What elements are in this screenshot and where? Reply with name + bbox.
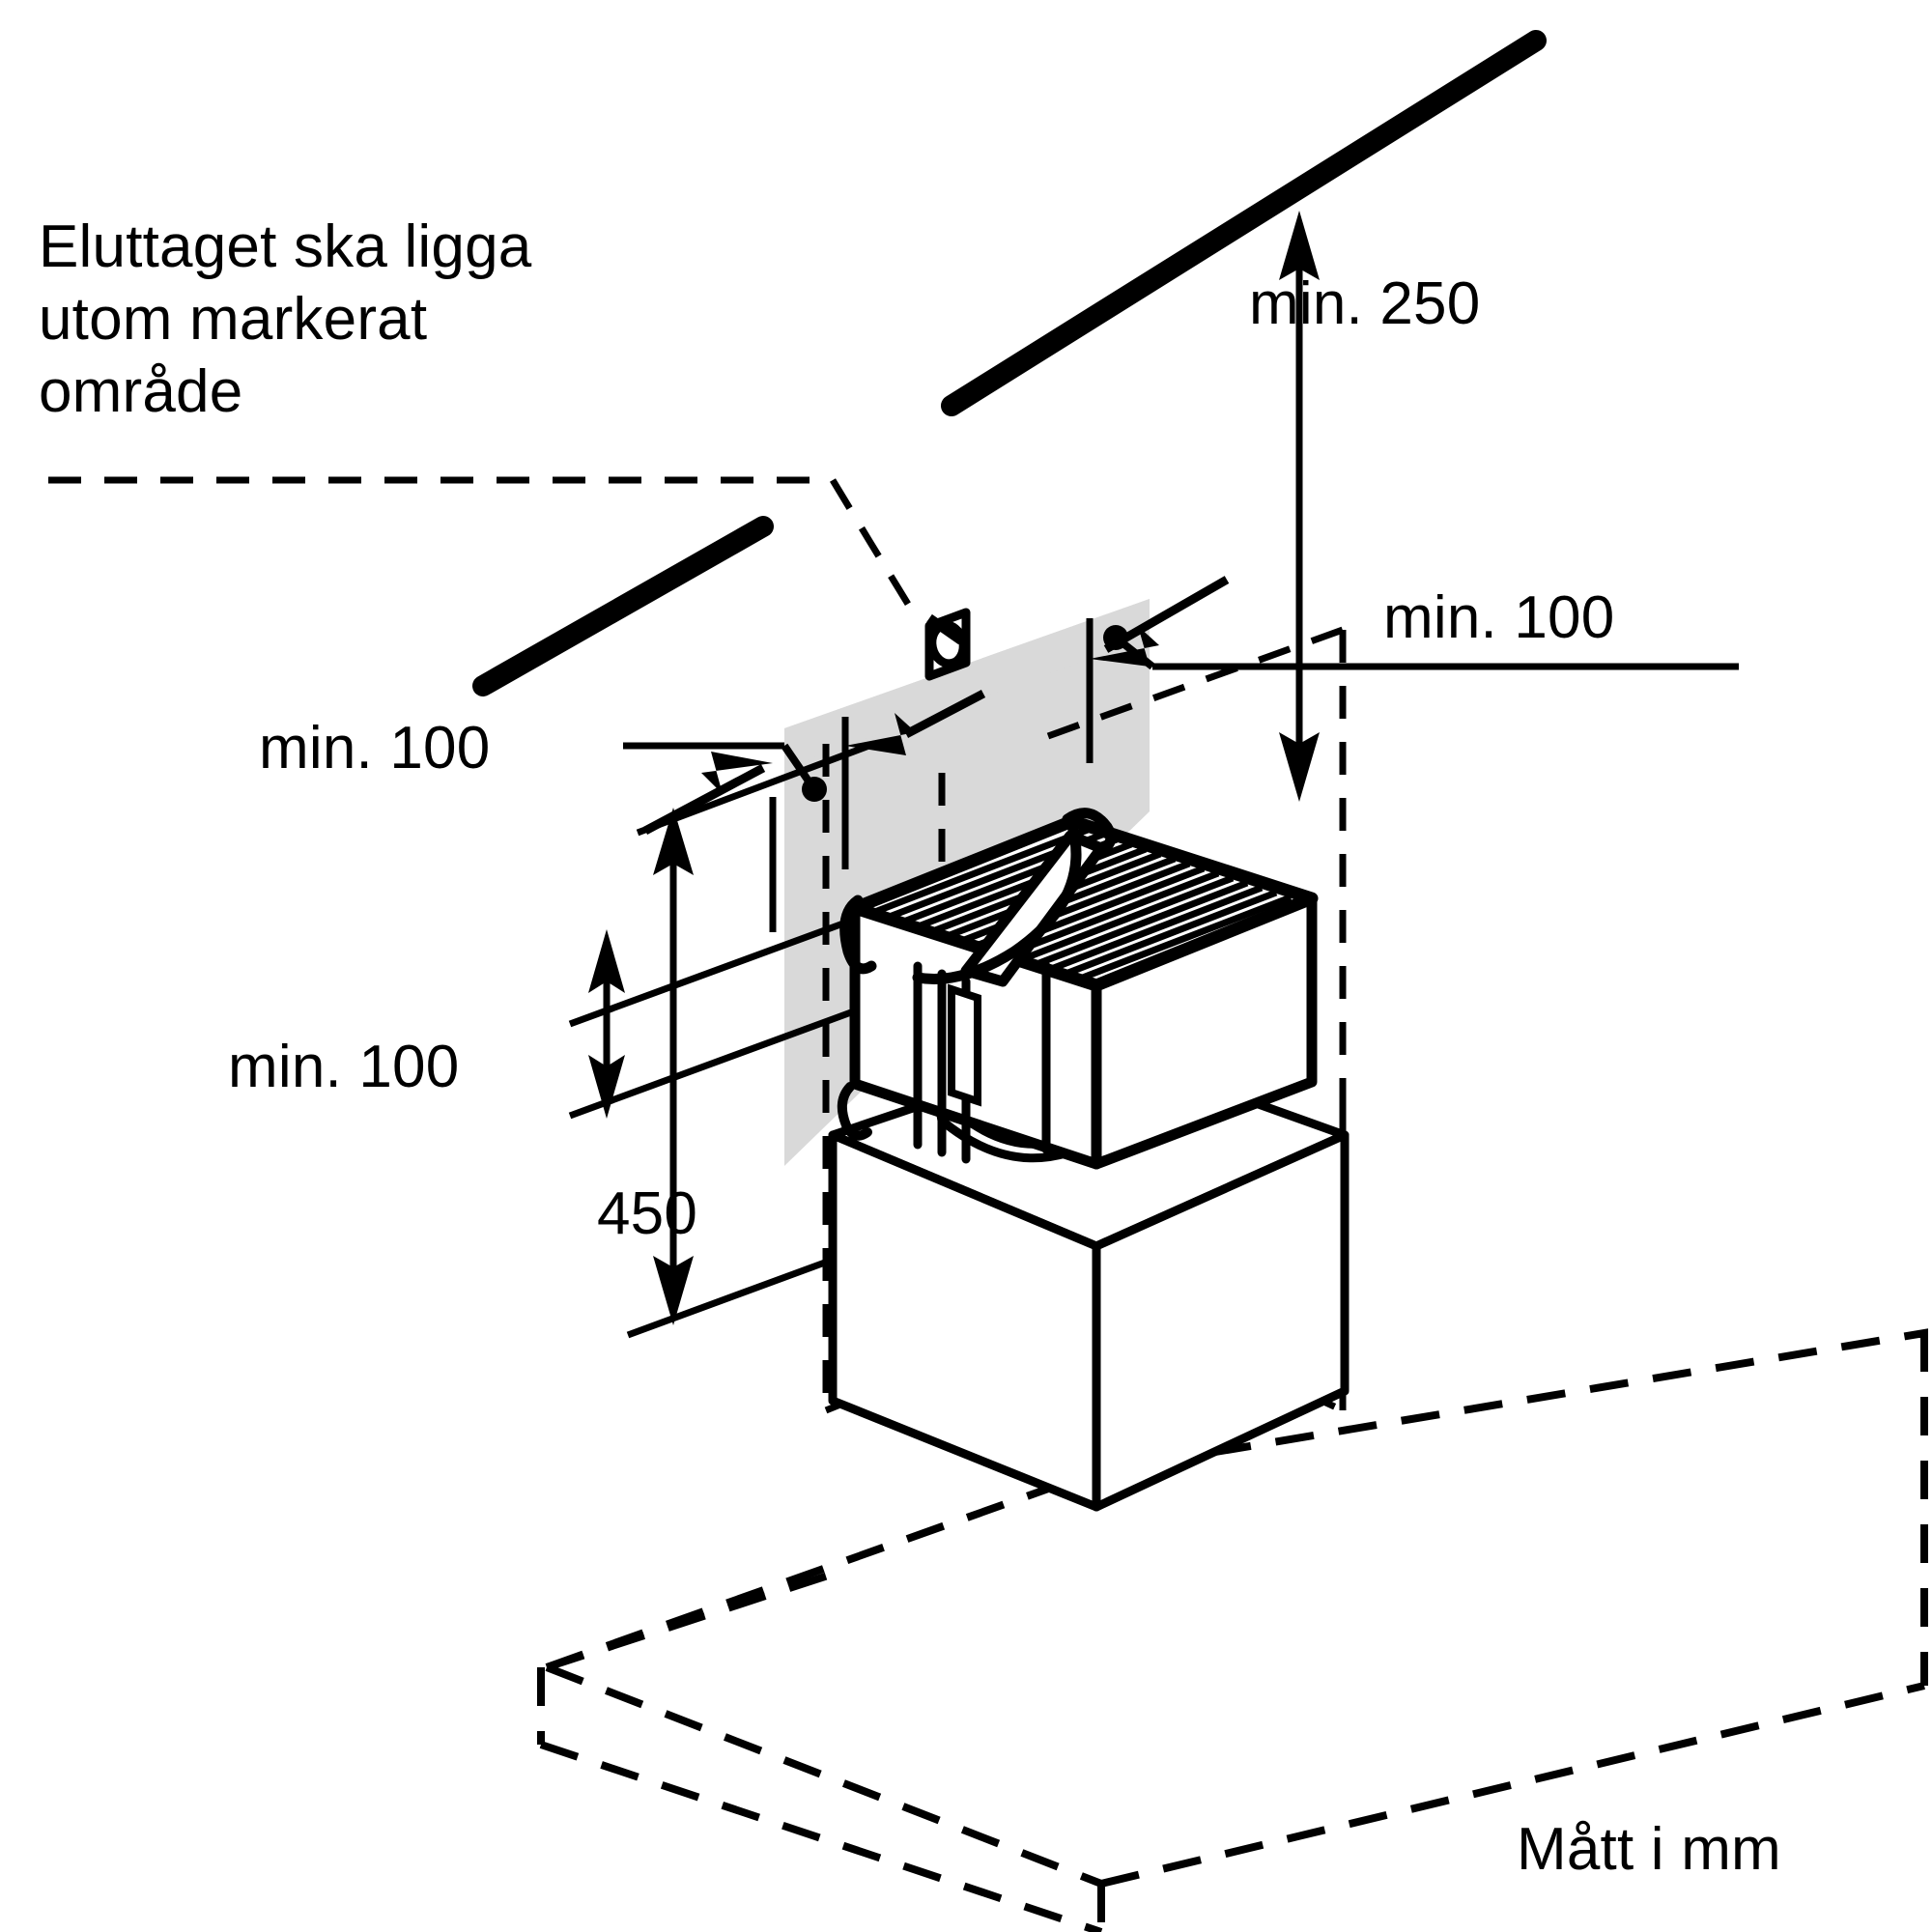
wall-cabinet-edges xyxy=(472,30,1547,696)
units-note: Mått i mm xyxy=(1517,1816,1781,1883)
worktop-outline xyxy=(537,1328,1928,1932)
dimension-min-250 xyxy=(1279,211,1320,802)
dimension-label-min-100-right: min. 100 xyxy=(1383,584,1615,651)
wall-cabinet-edge-right xyxy=(941,30,1547,416)
dimension-label-450: 450 xyxy=(597,1180,698,1247)
dimension-label-min-250: min. 250 xyxy=(1249,270,1481,337)
wall-cabinet-edge-left xyxy=(472,516,774,696)
note-line-1: Eluttaget ska ligga xyxy=(39,213,532,280)
dimension-min-100-right xyxy=(1086,576,1739,763)
dimension-min-100-lower xyxy=(568,910,871,1120)
dimension-label-min-100-left: min. 100 xyxy=(259,715,491,781)
dimension-450 xyxy=(626,740,876,1339)
power-socket-icon xyxy=(924,608,971,681)
dimension-label-min-100-lower: min. 100 xyxy=(228,1034,460,1100)
note-line-3: område xyxy=(39,358,243,425)
note-line-2: utom markerat xyxy=(39,286,428,353)
downdraft-extractor-unit xyxy=(837,808,1319,1170)
